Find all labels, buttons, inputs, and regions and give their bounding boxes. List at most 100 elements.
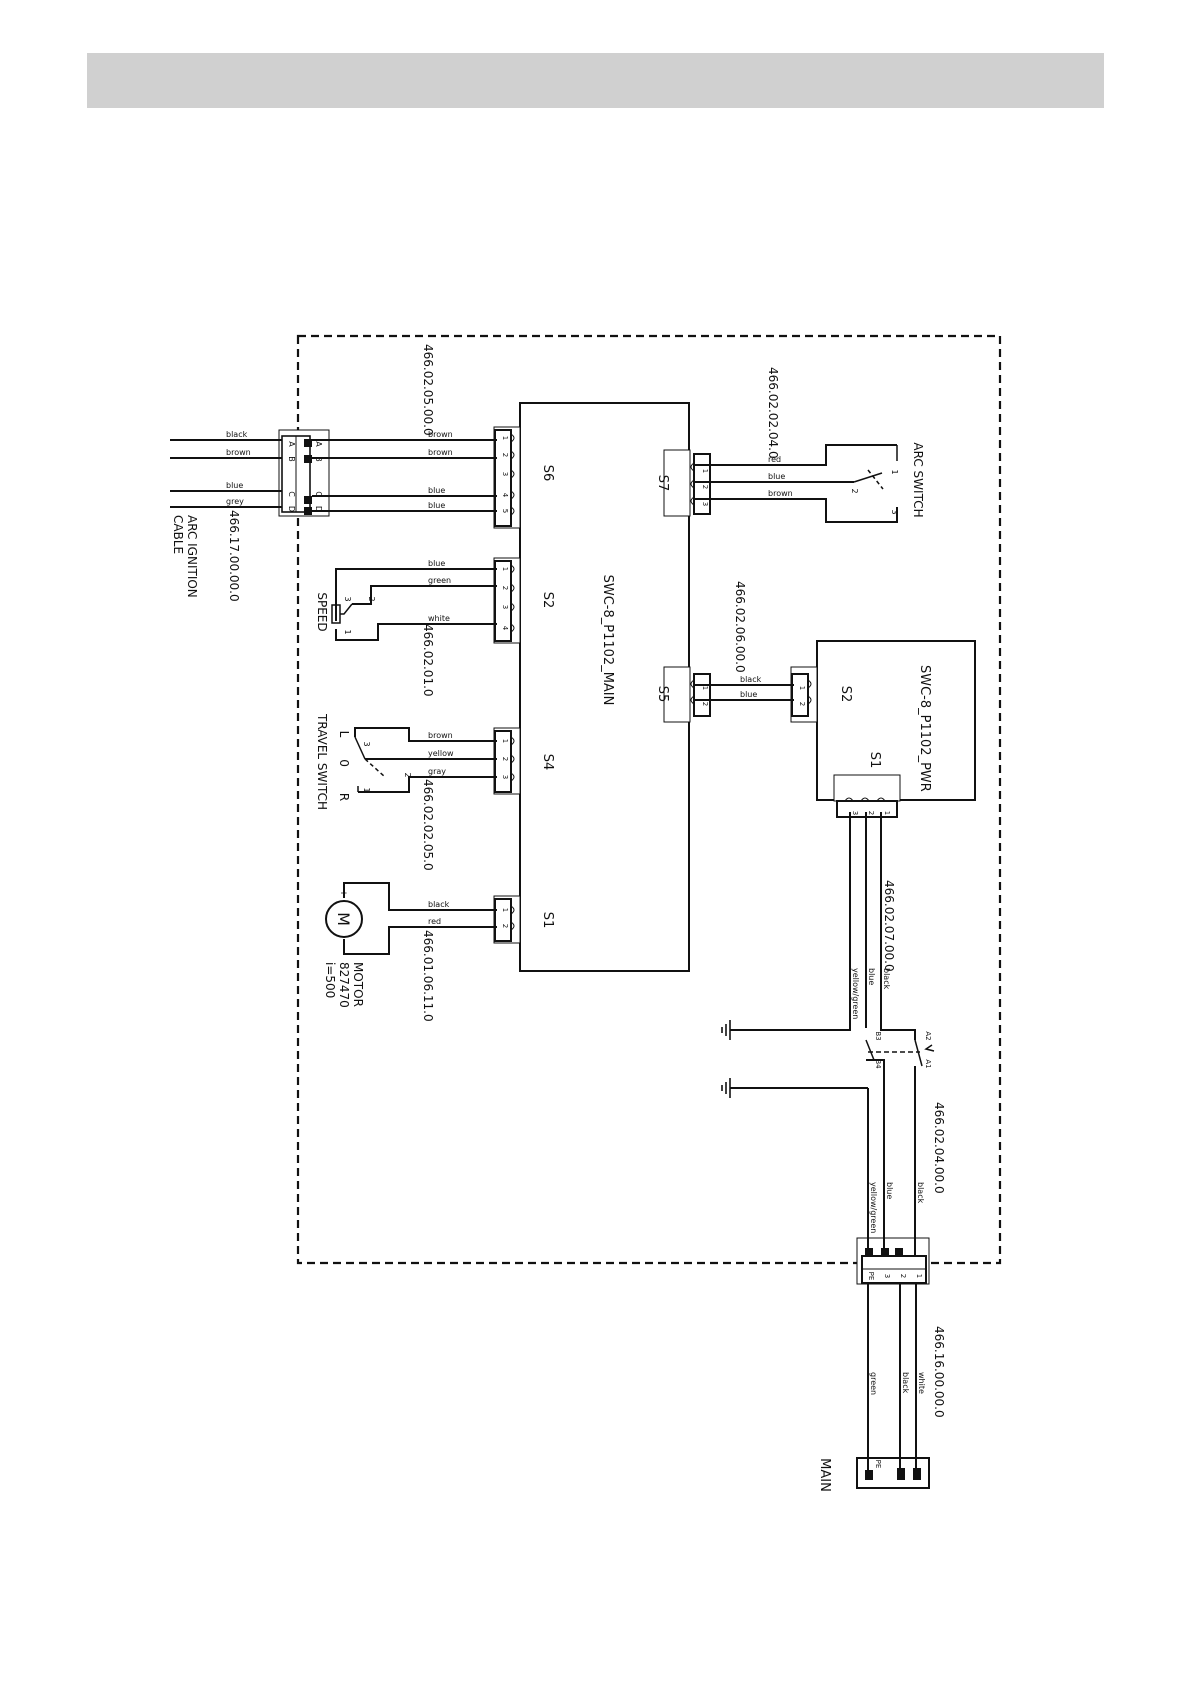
svg-text:3: 3: [343, 596, 352, 601]
svg-text:blue: blue: [428, 501, 445, 510]
svg-text:B4: B4: [874, 1059, 882, 1069]
svg-text:brown: brown: [226, 448, 251, 457]
svg-text:1: 1: [701, 469, 709, 473]
svg-text:5: 5: [501, 509, 509, 513]
cable-466-17: 466.17.00.00.0: [227, 510, 241, 602]
svg-text:1: 1: [501, 739, 509, 743]
svg-text:3: 3: [501, 605, 509, 609]
svg-text:-: -: [338, 945, 349, 949]
connector-s4-label: S4: [540, 754, 555, 771]
svg-text:3: 3: [701, 502, 709, 506]
arc-cable-label-line1: ARC IGNITION: [185, 515, 199, 598]
svg-text:brown: brown: [428, 430, 453, 439]
main-board: [519, 402, 690, 972]
svg-text:blue: blue: [867, 968, 876, 985]
connector-s5-label: S5: [655, 686, 670, 703]
svg-text:D: D: [314, 506, 323, 512]
pwr-board-label: SWC-8_P1102_PWR: [917, 665, 932, 792]
svg-text:A2: A2: [924, 1031, 932, 1040]
main-connector-label: MAIN: [817, 1458, 832, 1492]
connector-s2-pwr-label: S2: [838, 686, 853, 703]
svg-text:green: green: [869, 1372, 878, 1395]
svg-text:D: D: [287, 506, 296, 512]
svg-text:red: red: [428, 917, 441, 926]
svg-text:4: 4: [501, 626, 509, 631]
svg-text:green: green: [428, 576, 451, 585]
svg-text:3: 3: [362, 741, 371, 746]
connector-s2-main-label: S2: [540, 592, 555, 609]
cable-466-02-04: 466.02.04.00.0: [932, 1102, 946, 1194]
motor-label-line1: MOTOR: [351, 962, 365, 1007]
svg-text:C: C: [287, 491, 296, 497]
svg-text:4: 4: [501, 493, 509, 498]
svg-text:1: 1: [362, 787, 371, 792]
svg-text:C: C: [314, 491, 323, 497]
motor-label-line2: 827470: [337, 962, 351, 1008]
connector-s4: 1 2 3: [493, 727, 521, 795]
svg-text:blue: blue: [226, 481, 243, 490]
svg-text:1: 1: [798, 686, 806, 690]
svg-text:2: 2: [501, 924, 509, 928]
vertical-wire-labels: black blue yellow/green black blue yello…: [851, 968, 926, 1395]
cable-466-02-07: 466.02.07.00.0: [882, 880, 896, 972]
arc-ignition-plug: A B C D A B C D: [278, 429, 330, 517]
svg-text:black: black: [428, 900, 450, 909]
connector-s1-pwr: 3 2 1: [833, 774, 901, 818]
svg-text:blue: blue: [428, 486, 445, 495]
svg-text:brown: brown: [428, 448, 453, 457]
connector-s6-label: S6: [540, 465, 555, 482]
svg-text:1: 1: [501, 908, 509, 912]
svg-text:2: 2: [850, 488, 859, 493]
svg-text:white: white: [917, 1372, 926, 1394]
svg-text:1: 1: [501, 567, 509, 571]
svg-text:3: 3: [501, 472, 509, 476]
svg-text:2: 2: [867, 811, 875, 815]
wires: [170, 439, 917, 1470]
connector-s2-main: 1 2 3 4: [493, 557, 521, 644]
svg-text:black: black: [740, 675, 762, 684]
svg-text:A: A: [314, 441, 323, 447]
main-power-switch: [865, 1039, 935, 1067]
motor-label-line3: i=500: [323, 962, 337, 998]
travel-switch-label: TRAVEL SWITCH: [315, 713, 329, 810]
svg-text:+: +: [338, 889, 348, 897]
svg-text:A1: A1: [924, 1059, 932, 1068]
svg-text:1: 1: [701, 686, 709, 690]
cable-466-16: 466.16.00.00.0: [932, 1326, 946, 1418]
svg-text:2: 2: [899, 1274, 907, 1278]
cable-466-02-01: 466.02.01.0: [421, 624, 435, 697]
svg-text:PE: PE: [867, 1272, 875, 1281]
travel-switch: [354, 736, 386, 792]
arc-cable-label-line2: CABLE: [171, 515, 185, 554]
svg-text:black: black: [901, 1372, 910, 1394]
ground-symbol: [721, 1078, 731, 1098]
svg-text:R: R: [337, 793, 351, 801]
svg-text:grey: grey: [226, 497, 244, 506]
svg-text:3: 3: [890, 509, 899, 514]
svg-text:yellow/green: yellow/green: [851, 968, 860, 1019]
connector-s1-main: 1 2: [493, 895, 521, 944]
svg-text:0: 0: [337, 759, 351, 767]
svg-text:2: 2: [501, 586, 509, 590]
motor: M + -: [325, 889, 363, 949]
svg-text:black: black: [882, 968, 891, 990]
svg-text:3: 3: [501, 775, 509, 779]
header-bar: [87, 53, 1104, 108]
svg-text:1: 1: [343, 629, 352, 634]
ground-symbol: [721, 1020, 731, 1040]
enclosure-boundary: [296, 334, 1002, 1265]
cable-466-02-02-04: 466.02.02.04.0: [766, 367, 780, 459]
wire-color-labels: black brown blue grey brown brown blue b…: [226, 430, 793, 926]
connector-s7: 1 2 3: [663, 449, 711, 517]
connector-s1-main-label: S1: [540, 912, 555, 929]
svg-text:B3: B3: [874, 1031, 882, 1040]
svg-text:L: L: [337, 731, 351, 738]
svg-text:2: 2: [701, 702, 709, 706]
svg-text:1: 1: [915, 1274, 923, 1278]
svg-text:2: 2: [501, 757, 509, 761]
svg-text:blue: blue: [428, 559, 445, 568]
svg-text:gray: gray: [428, 767, 446, 776]
svg-text:2: 2: [367, 596, 376, 601]
svg-text:blue: blue: [768, 472, 785, 481]
